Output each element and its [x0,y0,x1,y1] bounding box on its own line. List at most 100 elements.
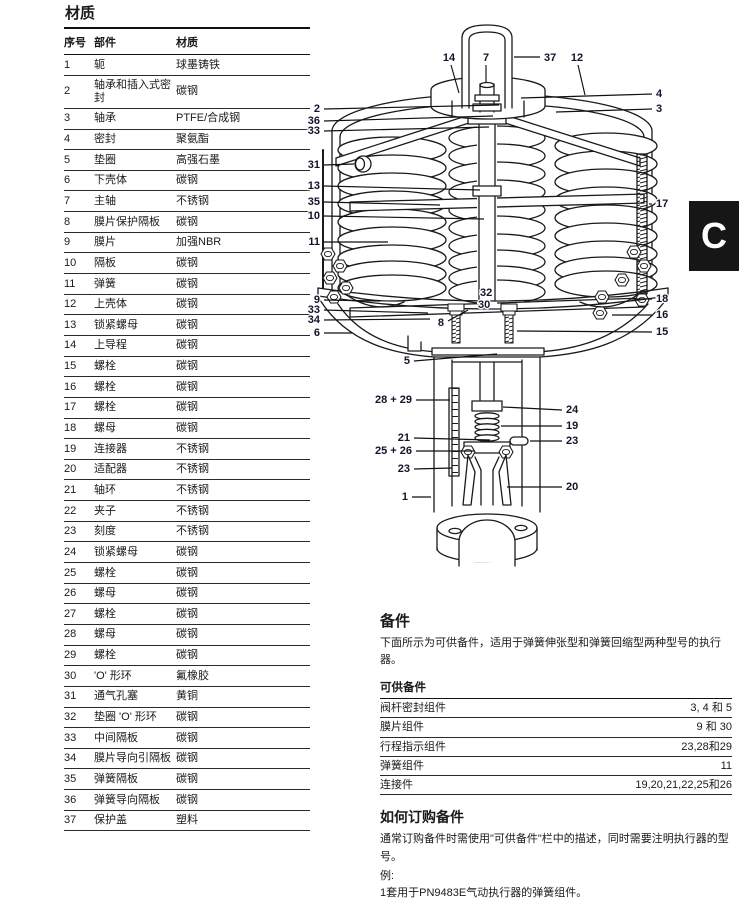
part-material: 碳钢 [176,75,310,109]
part-name: 连接器 [94,438,176,460]
part-no: 6 [64,170,94,192]
part-name: 上壳体 [94,294,176,316]
part-material: 不锈钢 [176,190,310,213]
diagram-callout: 16 [656,309,668,321]
part-material: 碳钢 [176,273,310,295]
part-name: 锁紧螺母 [94,314,176,336]
part-name: 上导程 [94,335,176,357]
part-name: 螺母 [94,624,176,646]
diagram-callout: 34 [308,314,321,326]
part-no: 12 [64,294,94,316]
order-title: 如何订购备件 [380,809,464,826]
part-name: 螺栓 [94,376,176,398]
part-name: 垫圈 [94,149,176,171]
diagram-callout: 5 [404,355,410,367]
part-no: 16 [64,376,94,398]
travel-indicator-scale [448,387,460,477]
adapter-fork [462,454,512,506]
part-no: 7 [64,190,94,213]
callout-leader-line [323,299,381,302]
yoke-base [436,513,538,567]
part-no: 33 [64,727,94,749]
materials-header-row: 序号 部件 材质 [64,29,310,55]
actuator-art [317,24,669,567]
part-material: 碳钢 [176,314,310,336]
callout-leader-line [520,93,653,99]
part-material: 加强NBR [176,232,310,254]
diagram-callout: 20 [566,481,578,493]
part-no: 34 [64,748,94,770]
part-name: 弹簧隔板 [94,768,176,791]
part-material: 球墨铸铁 [176,54,310,76]
part-material: 不锈钢 [176,479,310,502]
part-name: 螺母 [94,583,176,605]
lock-nut [471,400,503,412]
part-name: 下壳体 [94,170,176,192]
part-no: 13 [64,314,94,336]
diagram-callout: 9 [314,294,320,306]
part-no: 23 [64,521,94,543]
part-name: 轭 [94,54,176,76]
diagram-callout: 19 [566,420,578,432]
part-material: 碳钢 [176,645,310,667]
callout-leader-line [323,318,431,321]
part-no: 21 [64,479,94,502]
part-name: 螺栓 [94,603,176,625]
part-material: 塑料 [176,810,310,832]
diagram-callout: 11 [308,236,320,248]
part-material: 高强石墨 [176,149,310,171]
part-material: 碳钢 [176,252,310,275]
part-material: 碳钢 [176,356,310,378]
part-material: 聚氨酯 [176,129,310,151]
callout-leader-line [323,201,441,206]
diagram-callout: 21 [398,432,410,444]
spare-items: 3, 4 和 5 [522,699,732,719]
diagram-callout: 4 [656,88,663,100]
part-material: 碳钢 [176,624,310,646]
diagram-callout: 28 + 29 [375,394,412,406]
part-material: 碳钢 [176,583,310,605]
part-name: 弹簧导向隔板 [94,789,176,811]
callout-leader-line [516,330,653,333]
flange [317,245,669,320]
part-material: 碳钢 [176,748,310,770]
part-material: 碳钢 [176,294,310,316]
part-no: 17 [64,397,94,419]
protection-cap [461,24,513,113]
diagram-callout: 33 [308,125,320,137]
part-name: 弹簧 [94,273,176,295]
spare-items: 11 [522,756,732,777]
part-name: 螺母 [94,418,176,440]
spare-name: 行程指示组件 [380,737,523,757]
part-material: 碳钢 [176,727,310,749]
callout-leader-line [323,309,429,314]
part-name: 密封 [94,129,176,151]
part-name: 螺栓 [94,645,176,667]
part-no: 36 [64,789,94,811]
callout-leader-line [502,406,563,411]
callout-leader-line [323,126,490,132]
diagram-callout: 18 [656,293,668,305]
callout-leader-line [577,64,586,96]
callout-leader-line [413,467,453,470]
spares-table-title: 可供备件 [380,679,732,699]
part-name: 轴承 [94,108,176,130]
part-material: 不锈钢 [176,521,310,543]
part-no: 15 [64,356,94,378]
part-no: 29 [64,645,94,667]
